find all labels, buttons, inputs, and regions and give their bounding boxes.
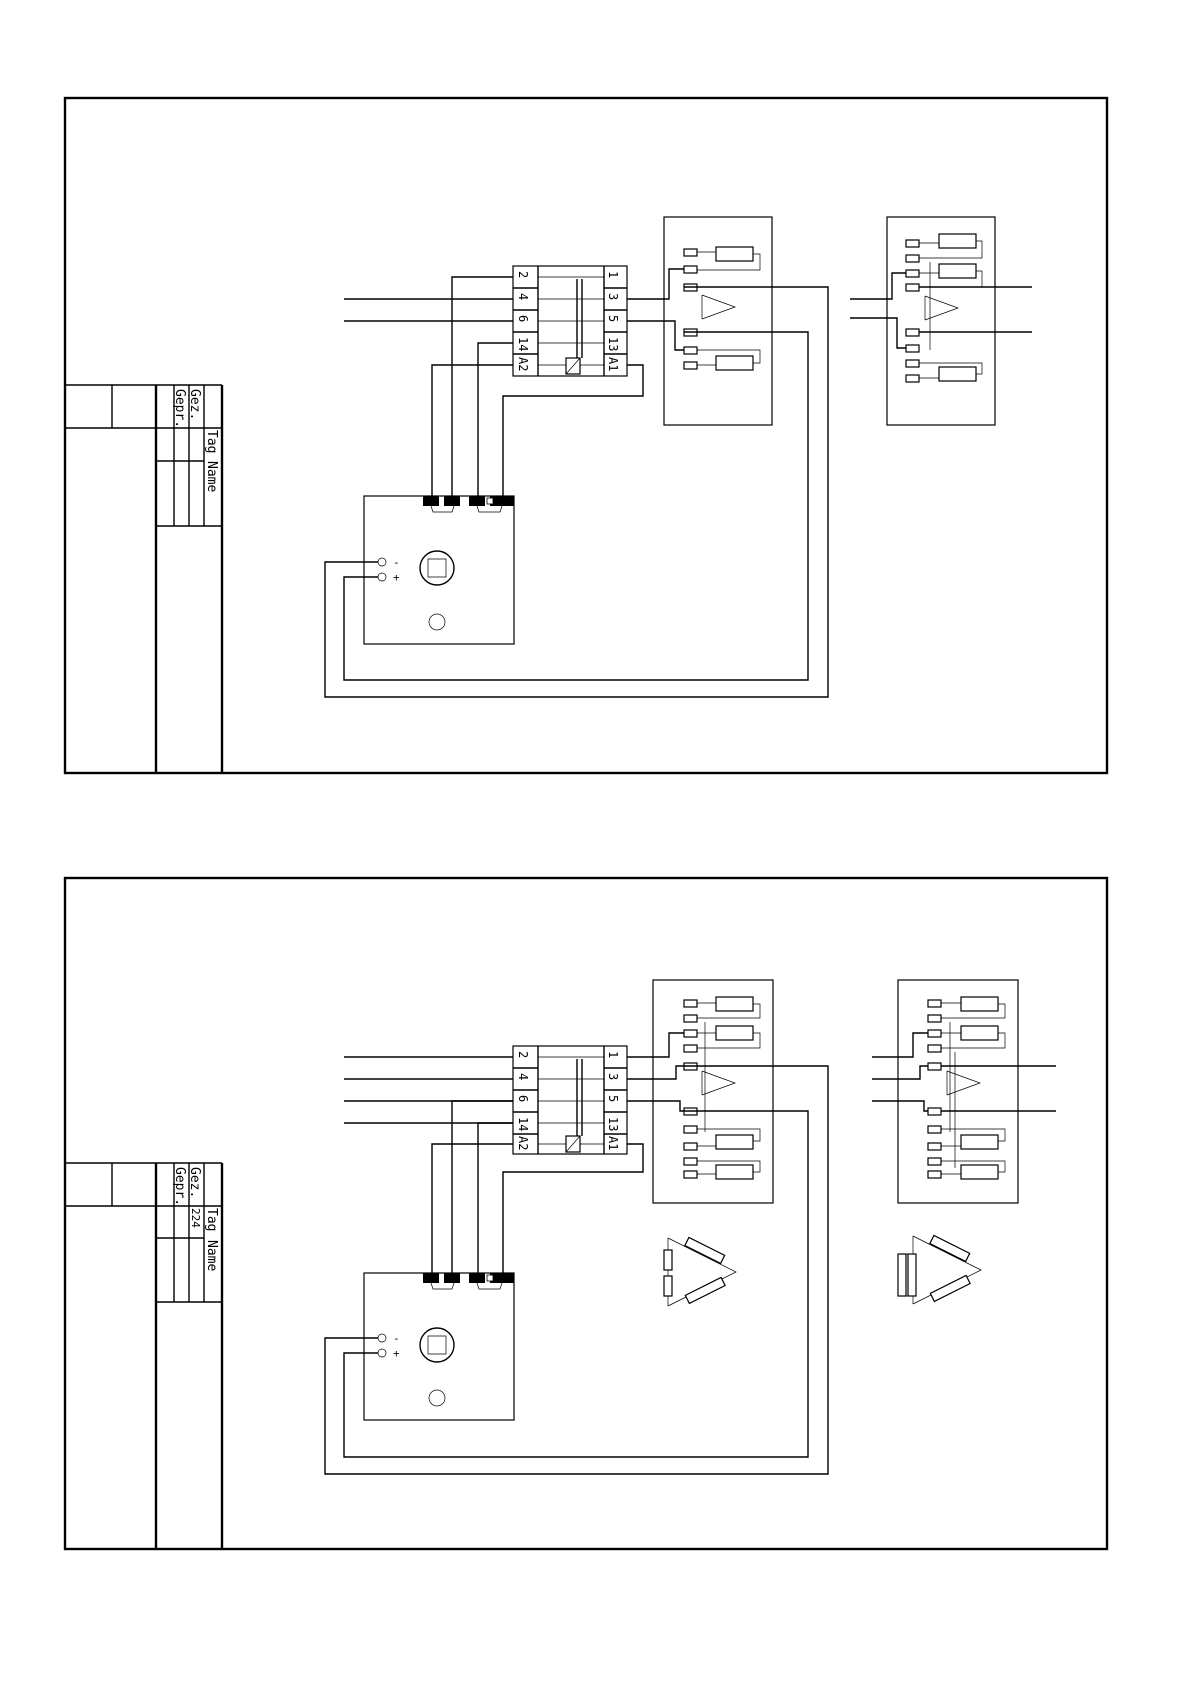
checked-label: Gepr. bbox=[172, 1167, 187, 1206]
contactor-terminal-left-2: 4 bbox=[516, 1073, 530, 1080]
contactor-terminal-right-5: A1 bbox=[606, 357, 620, 371]
date-label: Tag bbox=[204, 430, 219, 453]
drawn-label: Gez. bbox=[187, 389, 202, 420]
plus-label: + bbox=[393, 571, 400, 584]
power-supply-unit: - + bbox=[364, 1273, 514, 1420]
contactor-terminal-right-1: 1 bbox=[606, 271, 620, 278]
contactor-terminal-left-4: 14 bbox=[516, 337, 530, 351]
contactor-terminal-right-4: 13 bbox=[606, 1117, 620, 1131]
contactor-terminal-right-3: 5 bbox=[606, 315, 620, 322]
contactor-terminal-left-1: 2 bbox=[516, 271, 530, 278]
contactor-terminal-right-2: 3 bbox=[606, 293, 620, 300]
terminal-block-2 bbox=[887, 217, 995, 425]
contactor-terminal-right-3: 5 bbox=[606, 1095, 620, 1102]
contactor-block: 2 4 6 14 A2 1 3 5 13 A1 bbox=[513, 1046, 627, 1154]
wiring-diagram-2: Gez. Gepr. Tag Name 224 2 4 6 14 bbox=[65, 878, 1107, 1549]
date-label: Tag bbox=[204, 1208, 219, 1231]
contactor-terminal-left-5: A2 bbox=[516, 357, 530, 371]
contactor-terminal-right-1: 1 bbox=[606, 1051, 620, 1058]
terminal-block-4 bbox=[898, 980, 1018, 1203]
terminal-block-1 bbox=[664, 217, 772, 425]
plus-label: + bbox=[393, 1347, 400, 1360]
contactor-terminal-right-4: 13 bbox=[606, 337, 620, 351]
title-block: Gez. Gepr. Tag Name 224 bbox=[65, 1163, 222, 1549]
drawn-label: Gez. bbox=[187, 1167, 202, 1198]
contactor-terminal-right-2: 3 bbox=[606, 1073, 620, 1080]
contactor-terminal-left-3: 6 bbox=[516, 315, 530, 322]
delta-resistor-symbol-1 bbox=[664, 1237, 736, 1306]
checked-label: Gepr. bbox=[172, 389, 187, 428]
contactor-terminal-left-3: 6 bbox=[516, 1095, 530, 1102]
contactor-terminal-left-2: 4 bbox=[516, 293, 530, 300]
name-label: Name bbox=[204, 461, 219, 492]
contactor-terminal-left-5: A2 bbox=[516, 1136, 530, 1150]
contactor-terminal-left-1: 2 bbox=[516, 1051, 530, 1058]
power-supply-unit: - + bbox=[364, 496, 514, 644]
contactor-terminal-left-4: 14 bbox=[516, 1117, 530, 1131]
minus-label: - bbox=[393, 556, 400, 569]
drawn-value: 224 bbox=[189, 1208, 202, 1228]
contactor-block: 2 4 6 14 A2 1 3 5 13 A1 bbox=[513, 266, 627, 376]
terminal-block-3 bbox=[653, 980, 773, 1203]
name-label: Name bbox=[204, 1240, 219, 1271]
wiring-diagram-1: Gez. Gepr. Tag Name 2 4 6 14 A2 bbox=[65, 98, 1107, 773]
title-block: Gez. Gepr. Tag Name bbox=[65, 385, 222, 773]
delta-resistor-symbol-2 bbox=[898, 1235, 981, 1304]
contactor-terminal-right-5: A1 bbox=[606, 1136, 620, 1150]
minus-label: - bbox=[393, 1332, 400, 1345]
